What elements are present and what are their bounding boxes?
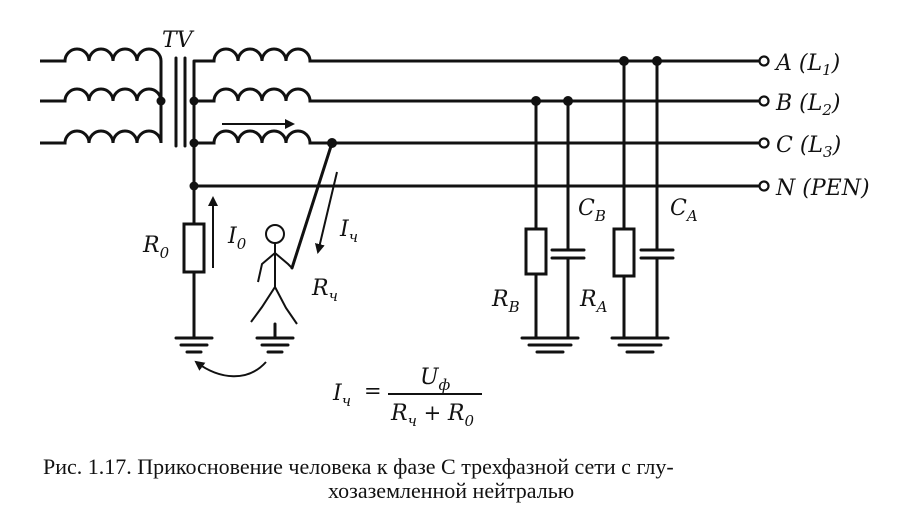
rb-label: RB bbox=[491, 287, 520, 316]
transformer-label: TV bbox=[162, 28, 195, 53]
human-figure bbox=[250, 224, 298, 325]
ich-arrow bbox=[314, 171, 338, 254]
line-label-a: A (L1) bbox=[774, 51, 840, 79]
ich-label: Iч bbox=[339, 217, 358, 246]
ra-label: RA bbox=[579, 287, 608, 316]
formula-equals: = bbox=[364, 379, 382, 403]
current-formula: Iч = Uф Rч + R0 bbox=[332, 365, 482, 430]
formula-lhs: Iч bbox=[332, 381, 351, 410]
line-label-n: N (PEN) bbox=[775, 176, 870, 201]
formula-denominator: Rч + R0 bbox=[390, 401, 474, 430]
contact-wire bbox=[290, 138, 337, 270]
figure-caption-line1: Рис. 1.17. Прикосновение человека к фазе… bbox=[43, 454, 674, 479]
ground-current-arrow bbox=[194, 360, 267, 378]
phase-a-insulation bbox=[610, 56, 675, 354]
i0-label: I0 bbox=[227, 224, 247, 253]
formula-numerator: Uф bbox=[420, 365, 451, 394]
line-label-c: C (L3) bbox=[776, 133, 841, 161]
human-ground bbox=[255, 322, 295, 354]
primary-windings bbox=[40, 47, 166, 145]
line-label-b: B (L2) bbox=[775, 91, 841, 119]
phase-b-insulation bbox=[520, 96, 586, 354]
transformer-core bbox=[174, 56, 187, 148]
line-terminals bbox=[758, 55, 770, 192]
cb-label: CB bbox=[578, 196, 606, 225]
secondary-windings bbox=[189, 47, 762, 191]
neutral-grounding-resistor bbox=[174, 184, 214, 354]
r0-label: R0 bbox=[142, 233, 170, 262]
rch-label: Rч bbox=[311, 276, 338, 305]
figure-caption-line2: хозаземленной нейтралью bbox=[328, 478, 574, 503]
ca-label: CA bbox=[670, 196, 698, 225]
